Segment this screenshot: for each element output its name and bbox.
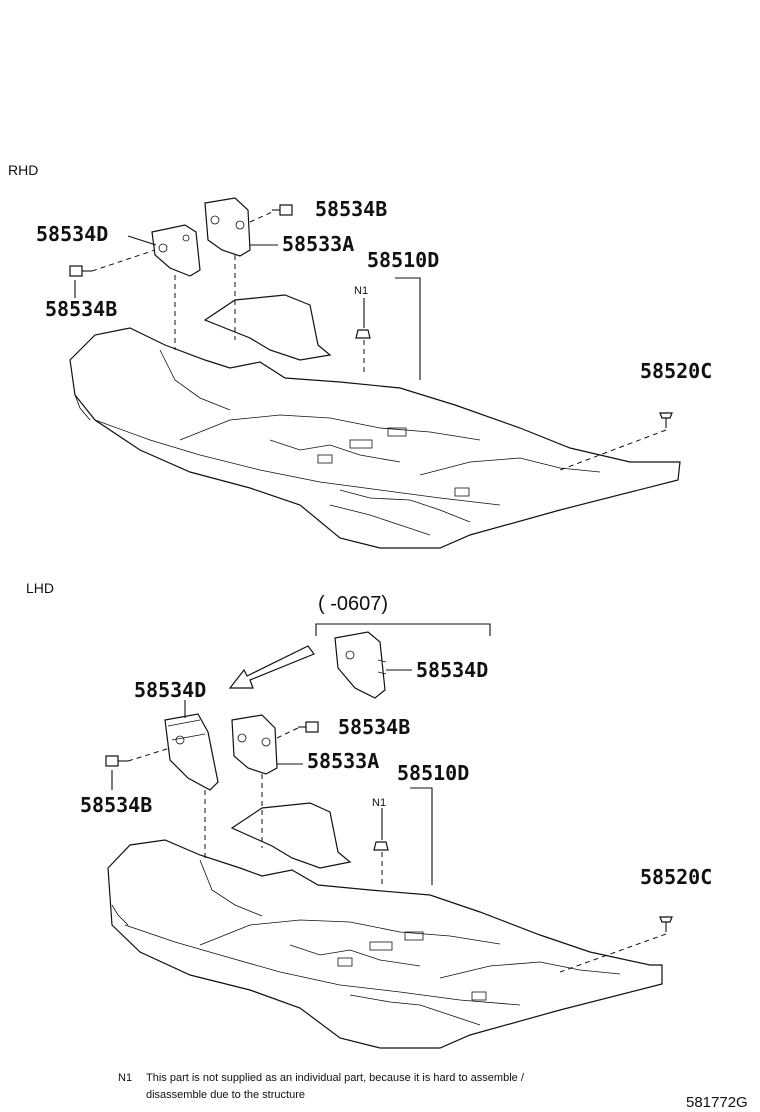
rhd-label-bracket: 58533A — [282, 232, 354, 256]
replacement-arrow-icon — [228, 645, 315, 689]
rhd-label-clip: 58520C — [640, 359, 712, 383]
rhd-section-label: RHD — [8, 162, 38, 178]
lhd-section-label: LHD — [26, 580, 54, 596]
rhd-clip-icon — [659, 412, 673, 428]
lhd-floor-carpet — [107, 802, 663, 1049]
rhd-label-bolt-left: 58534B — [45, 297, 117, 321]
lhd-label-insulator-old: 58534D — [416, 658, 488, 682]
lhd-bolt-right-icon — [298, 721, 319, 733]
lhd-label-bracket: 58533A — [307, 749, 379, 773]
lhd-label-bolt-right: 58534B — [338, 715, 410, 739]
rhd-bolt-left-icon — [69, 265, 92, 277]
rhd-bracket — [204, 197, 251, 257]
lhd-section: LHD ( -0607) — [26, 580, 712, 1049]
footnote-marker: N1 — [118, 1072, 132, 1084]
rhd-floor-carpet — [69, 294, 681, 549]
rhd-note-marker: N1 — [354, 285, 368, 297]
footnote-line-2: disassemble due to the structure — [146, 1089, 305, 1101]
rhd-grommet-icon — [355, 329, 371, 339]
lhd-range-label: ( -0607) — [318, 593, 388, 615]
lhd-insulator-old — [334, 631, 387, 699]
rhd-label-insulator: 58534D — [36, 222, 108, 246]
lhd-bracket — [231, 714, 278, 775]
rhd-label-bolt-right: 58534B — [315, 197, 387, 221]
rhd-label-carpet: 58510D — [367, 248, 439, 272]
footnote: N1 This part is not supplied as an indiv… — [118, 1072, 525, 1101]
lhd-insulator — [164, 713, 219, 791]
lhd-label-insulator: 58534D — [134, 678, 206, 702]
rhd-section: RHD — [8, 162, 712, 549]
lhd-label-bolt-left: 58534B — [80, 793, 152, 817]
lhd-bolt-left-icon — [105, 755, 128, 767]
lhd-label-carpet: 58510D — [397, 761, 469, 785]
footnote-line-1: This part is not supplied as an individu… — [146, 1072, 525, 1084]
lhd-clip-icon — [659, 916, 673, 932]
rhd-insulator — [151, 224, 201, 277]
lhd-note-marker: N1 — [372, 797, 386, 809]
lhd-label-clip: 58520C — [640, 865, 712, 889]
rhd-bolt-right-icon — [272, 204, 293, 216]
lhd-grommet-icon — [373, 841, 389, 851]
diagram-reference-number: 581772G — [686, 1094, 748, 1111]
